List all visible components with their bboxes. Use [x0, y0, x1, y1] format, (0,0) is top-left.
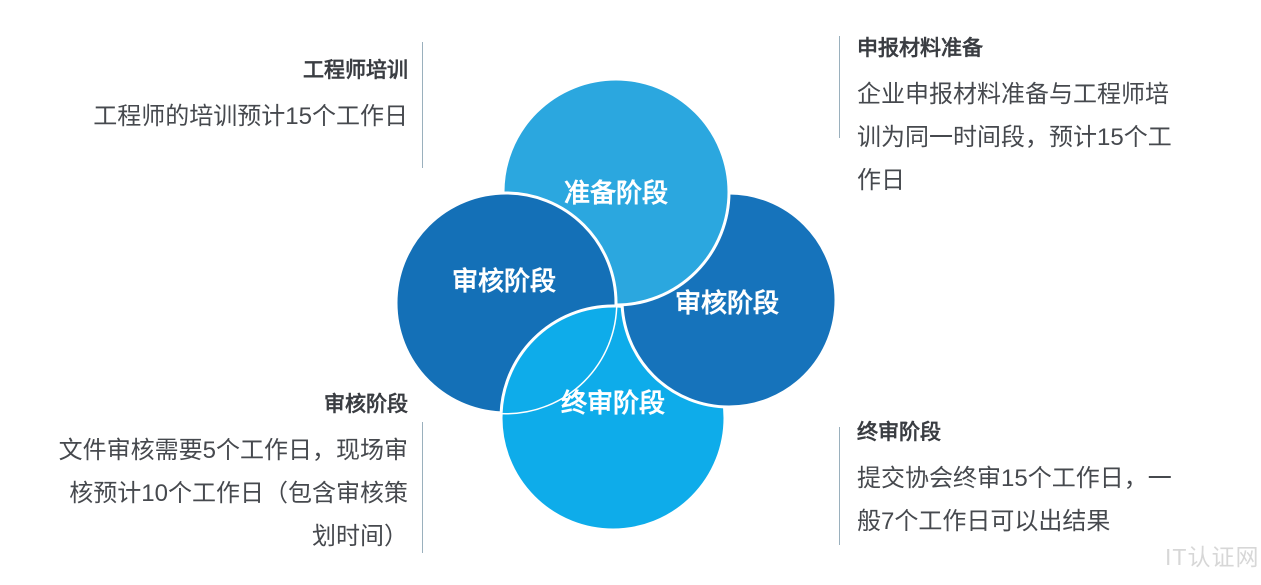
audit-stage-left-label: 审核阶段 — [452, 266, 556, 296]
divider-bottom-left — [422, 422, 423, 553]
note-title: 终审阶段 — [857, 421, 941, 444]
site-watermark: IT认证网 — [1165, 544, 1260, 570]
prep-stage-label: 准备阶段 — [564, 178, 668, 208]
note-engineer-training: 工程师培训 工程师的培训预计15个工作日 — [50, 56, 408, 138]
divider-top-left — [422, 42, 423, 168]
note-body: 提交协会终审15个工作日，一般7个工作日可以出结果 — [857, 465, 1172, 535]
note-body: 文件审核需要5个工作日，现场审核预计10个工作日（包含审核策划时间） — [58, 437, 408, 550]
audit-stage-right-label: 审核阶段 — [675, 288, 779, 318]
note-body: 工程师的培训预计15个工作日 — [93, 103, 408, 130]
final-stage-label: 终审阶段 — [561, 388, 665, 418]
note-body: 企业申报材料准备与工程师培训为同一时间段，预计15个工作日 — [857, 81, 1172, 194]
divider-top-right — [839, 36, 840, 138]
note-final-stage: 终审阶段 提交协会终审15个工作日，一般7个工作日可以出结果 — [857, 418, 1192, 543]
divider-bottom-right — [839, 427, 840, 545]
note-title: 工程师培训 — [303, 59, 408, 82]
note-declaration-materials: 申报材料准备 企业申报材料准备与工程师培训为同一时间段，预计15个工作日 — [857, 34, 1181, 202]
note-audit-stage: 审核阶段 文件审核需要5个工作日，现场审核预计10个工作日（包含审核策划时间） — [50, 390, 408, 558]
final-stage-circle-overlap — [499, 304, 616, 413]
note-title: 申报材料准备 — [857, 37, 983, 60]
note-title: 审核阶段 — [324, 393, 408, 416]
